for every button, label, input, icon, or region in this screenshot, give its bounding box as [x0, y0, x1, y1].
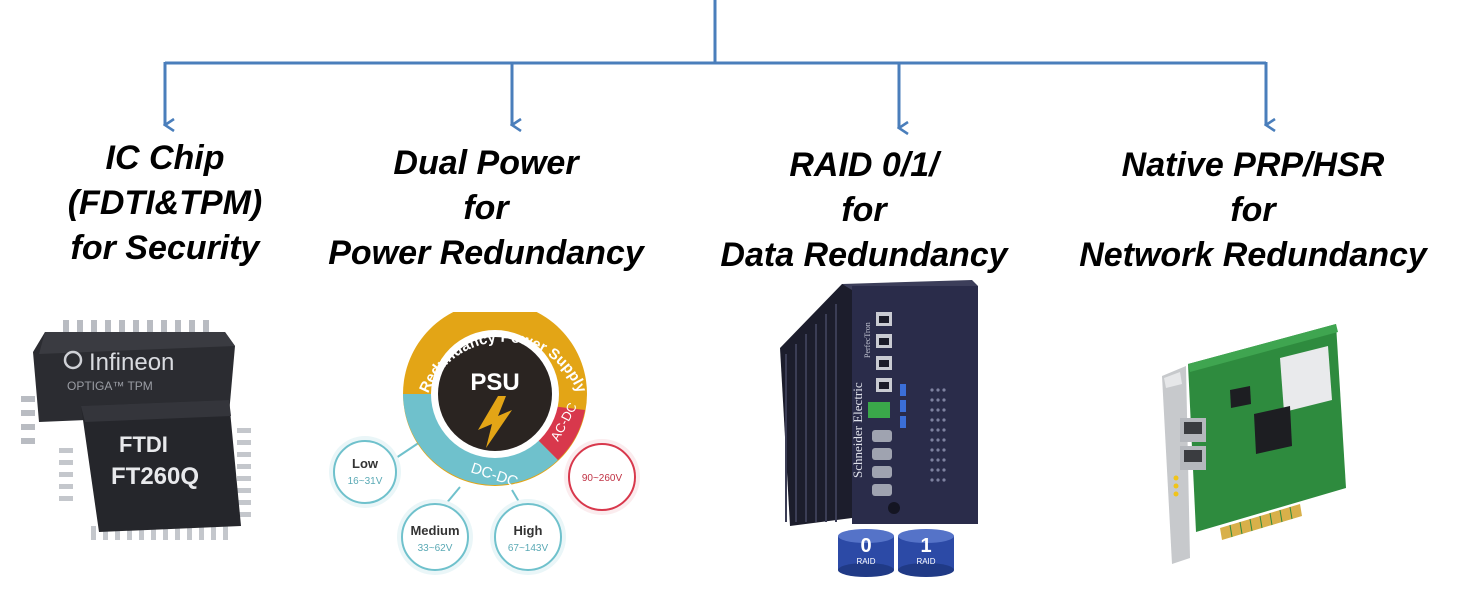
industrial-pc-icon: Schneider Electric PerfecTron 0 RAID 1 R…	[780, 280, 978, 577]
network-card-icon	[1162, 324, 1346, 564]
bubble-name: Medium	[410, 523, 459, 538]
bubble-name: High	[514, 523, 543, 538]
title-line: Network Redundancy	[1079, 236, 1427, 274]
bubble-name: Low	[352, 456, 379, 471]
title-line: RAID 0/1/	[789, 146, 939, 184]
bubble-range: 67~143V	[508, 543, 549, 554]
bubble-range: 16~31V	[348, 476, 383, 487]
title-line: Data Redundancy	[720, 236, 1008, 274]
raid-label: RAID	[856, 557, 875, 566]
title-line: (FDTI&TPM)	[67, 184, 263, 222]
bubble-range: 90~260V	[582, 473, 623, 484]
title-line: Dual Power	[393, 144, 579, 182]
chip-front-brand: FTDI	[119, 432, 168, 457]
title-line: for	[841, 191, 887, 229]
title-line: for Security	[70, 229, 260, 267]
chip-front-model: FT260Q	[111, 463, 199, 490]
lightning-icon	[478, 396, 512, 448]
raid-disk-1: 1 RAID	[898, 529, 954, 577]
bubble-range: 33~62V	[418, 543, 453, 554]
chip-back-brand: Infineon	[89, 349, 174, 376]
title-data: RAID 0/1/ for Data Redundancy	[684, 143, 1044, 278]
raid-disk-0: 0 RAID	[838, 529, 894, 577]
ipc-brand: Schneider Electric	[850, 382, 865, 478]
ipc-model: PerfecTron	[863, 322, 872, 358]
ic-chip-icon: Infineon OPTIGA™ TPM FTDI FT260Q	[21, 320, 251, 540]
redundancy-power-supply-icon: Redundancy Power Supply PSU DC-DC AC-DC …	[329, 312, 640, 575]
bubble-low: Low 16~31V	[329, 436, 401, 508]
psu-label: PSU	[470, 369, 519, 396]
title-line: for	[1230, 191, 1276, 229]
raid-level: 1	[920, 535, 931, 557]
connector-tree	[0, 0, 1477, 135]
title-power: Dual Power for Power Redundancy	[296, 141, 676, 276]
title-line: IC Chip	[105, 139, 225, 177]
raid-level: 0	[860, 535, 871, 557]
raid-label: RAID	[916, 557, 935, 566]
bubble-ac: 90~260V	[564, 439, 640, 515]
title-network: Native PRP/HSR for Network Redundancy	[1048, 143, 1458, 278]
chip-back-model: OPTIGA™ TPM	[67, 379, 153, 393]
bubble-high: High 67~143V	[490, 499, 566, 575]
title-line: for	[463, 189, 509, 227]
title-line: Native PRP/HSR	[1121, 146, 1385, 184]
title-security: IC Chip (FDTI&TPM) for Security	[15, 136, 315, 271]
title-line: Power Redundancy	[328, 234, 644, 272]
bubble-medium: Medium 33~62V	[397, 499, 473, 575]
